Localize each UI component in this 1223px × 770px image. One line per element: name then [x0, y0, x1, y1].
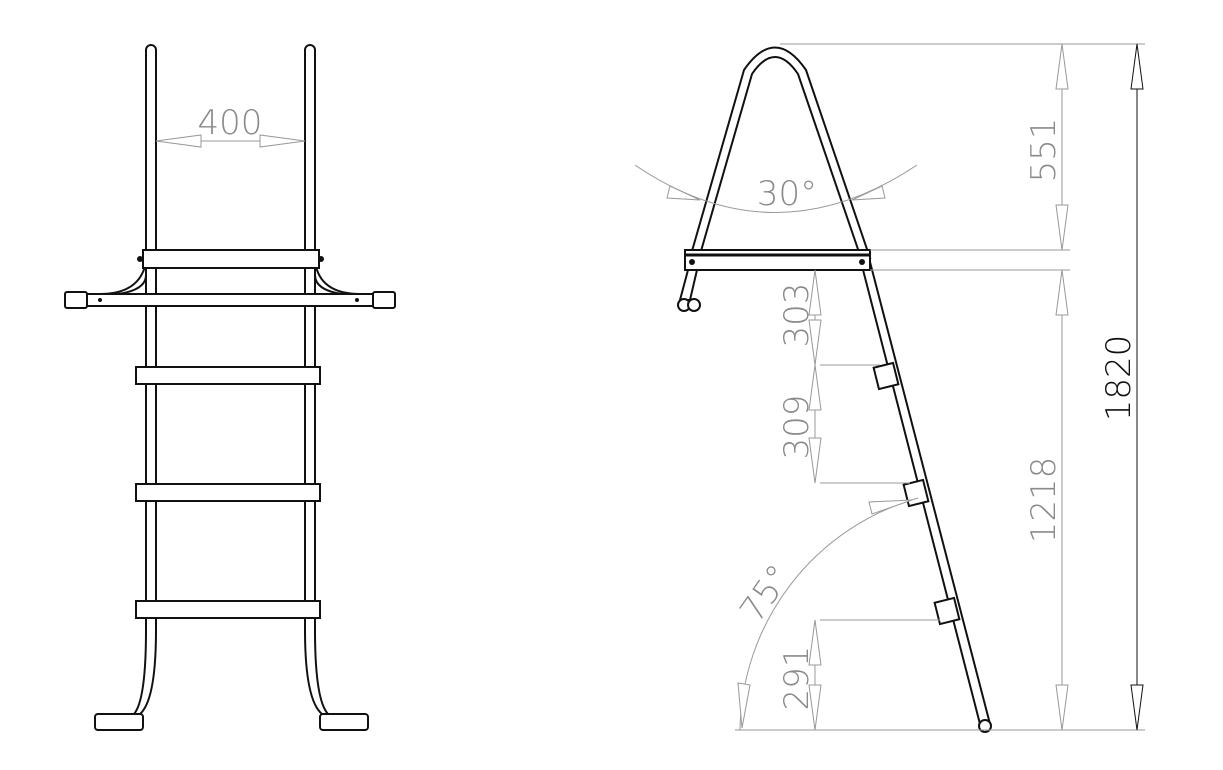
dim-551: 551 — [1024, 118, 1064, 183]
sleeve-3 — [933, 596, 961, 626]
angle-75: 75° — [732, 558, 799, 630]
step-2 — [135, 366, 321, 385]
right-foot — [319, 713, 369, 731]
sleeve-1 — [872, 361, 900, 391]
step-4 — [135, 600, 321, 619]
dim-303: 303 — [777, 283, 817, 348]
right-rail — [304, 44, 331, 715]
hoop — [688, 46, 872, 259]
sleeve-2 — [902, 478, 930, 508]
step-top — [142, 249, 320, 269]
angle-30: 30° — [757, 174, 817, 214]
step-3 — [135, 483, 321, 502]
left-rail — [131, 44, 157, 715]
width-dimension: 400 — [198, 103, 263, 143]
side-view: 551 1218 1820 303 309 291 30° 75° — [634, 43, 1145, 733]
dim-1820: 1820 — [1099, 335, 1139, 422]
dim-291: 291 — [777, 646, 817, 711]
left-foot — [94, 713, 144, 731]
front-view: 400 — [64, 44, 396, 731]
dim-309: 309 — [777, 395, 817, 460]
side-platform — [684, 249, 871, 271]
dim-1218: 1218 — [1024, 457, 1064, 544]
handle-bar — [64, 293, 396, 307]
